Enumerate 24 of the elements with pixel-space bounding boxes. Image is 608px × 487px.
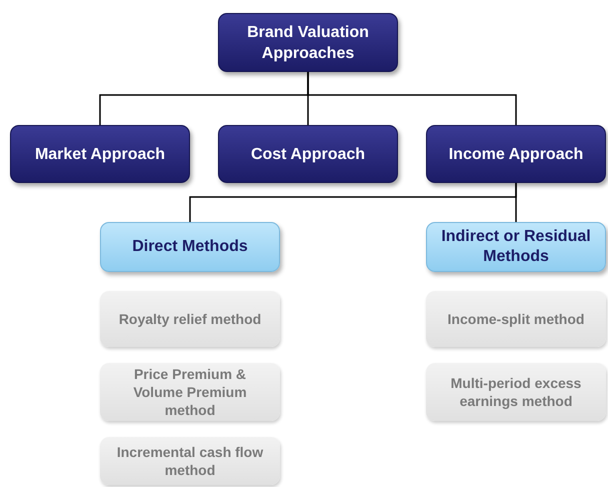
connector-line [307,72,517,125]
method-category-box [100,222,280,272]
node-label: Multi-period excess earnings method [450,374,582,410]
node-label: Royalty relief method [118,310,262,328]
node-label: Brand Valuation Approaches [246,22,370,64]
node-label: Incremental cash flow method [116,443,264,479]
node-label: Income Approach [448,144,584,164]
approach-box [426,125,606,183]
heading-box [218,13,398,72]
node-label: Indirect or Residual Methods [440,227,592,267]
method-box [426,363,606,421]
node-label: Direct Methods [131,237,249,257]
approach-box [218,125,398,183]
approach-box [10,125,190,183]
connector-line [515,183,517,222]
node-label: Market Approach [34,144,166,164]
node-label: Income-split method [446,310,586,328]
method-box [426,291,606,347]
node-label: Cost Approach [250,144,366,164]
method-box [100,291,280,347]
node-label: Price Premium & Volume Premium method [132,365,248,419]
method-category-box [426,222,606,272]
method-box [100,437,280,485]
method-box [100,363,280,421]
